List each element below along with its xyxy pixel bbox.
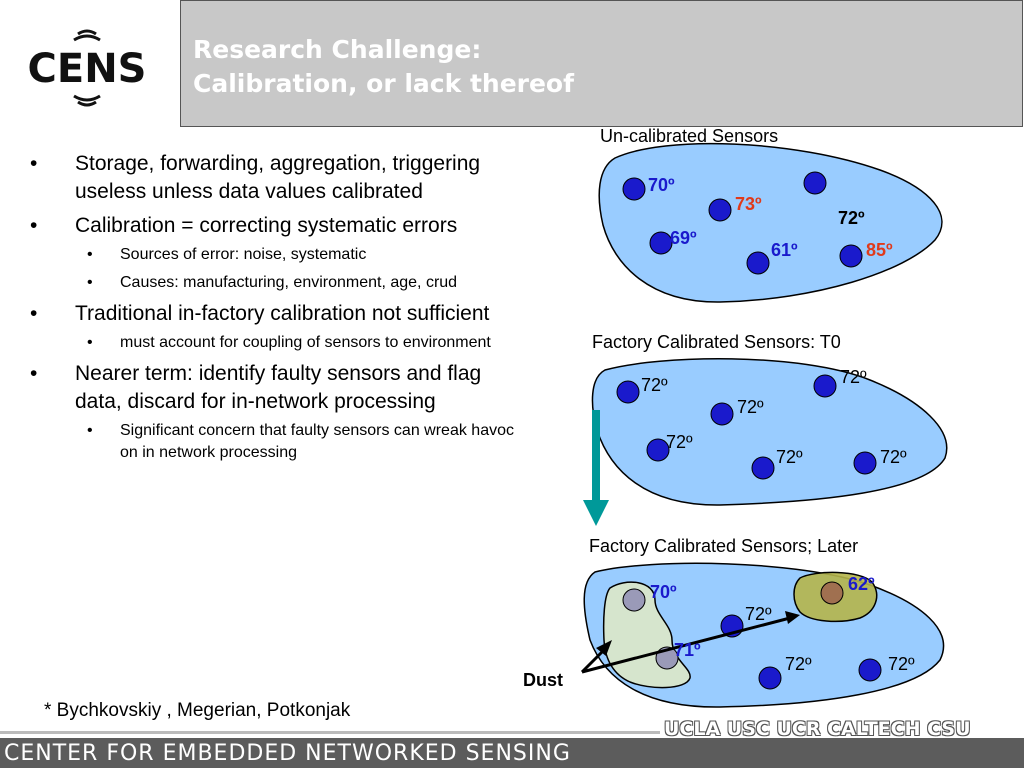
sensor-dot xyxy=(746,251,770,275)
sub-bullet-list: Significant concern that faulty sensors … xyxy=(75,420,530,464)
sub-bullet-item: Sources of error: noise, systematic xyxy=(75,244,530,266)
sensor-dot xyxy=(853,451,877,475)
down-arrow-icon xyxy=(583,410,609,526)
reading-label: 62º xyxy=(848,574,875,594)
panel-title-factory-later: Factory Calibrated Sensors; Later xyxy=(589,536,859,556)
reading-label: 70º xyxy=(648,175,675,195)
sensor-dot xyxy=(758,666,782,690)
sensor-dot-dusty xyxy=(622,588,646,612)
reading-label: 85º xyxy=(866,240,893,260)
footnote: * Bychkovskiy , Megerian, Potkonjak xyxy=(44,700,351,721)
reading-label: 72º xyxy=(745,604,772,624)
slide-title-line-2: Calibration, or lack thereof xyxy=(193,69,574,98)
sensor-dot xyxy=(813,374,837,398)
cens-logo: CENS xyxy=(28,29,147,107)
sub-bullet-list: must account for coupling of sensors to … xyxy=(75,332,530,354)
logo-text: CENS xyxy=(28,46,147,92)
dust-label: Dust xyxy=(523,670,563,690)
reading-label: 72º xyxy=(776,447,803,467)
panel-title-factory-t0: Factory Calibrated Sensors: T0 xyxy=(592,332,841,352)
reading-label: 72º xyxy=(880,447,907,467)
sub-bullet-item: Causes: manufacturing, environment, age,… xyxy=(75,272,530,294)
partner-universities: UCLA USC UCR CALTECH CSU xyxy=(664,718,971,740)
sensor-dot xyxy=(708,198,732,222)
reading-label: 72º xyxy=(641,375,668,395)
footer-center-name: CENTER FOR EMBEDDED NETWORKED SENSING xyxy=(4,741,571,766)
bullet-text: Storage, forwarding, aggregation, trigge… xyxy=(75,152,481,203)
title-box: Research Challenge: Calibration, or lack… xyxy=(180,0,1023,127)
panel-title-uncalibrated: Un-calibrated Sensors xyxy=(600,126,779,146)
bullet-item: Nearer term: identify faulty sensors and… xyxy=(30,360,530,464)
bullet-text: Nearer term: identify faulty sensors and… xyxy=(75,362,482,413)
footer-divider xyxy=(0,731,660,734)
bullet-text: Calibration = correcting systematic erro… xyxy=(75,214,458,237)
sensor-dot xyxy=(710,402,734,426)
reading-label: 72º xyxy=(666,432,693,452)
sensor-dot xyxy=(803,171,827,195)
reading-label: 72º xyxy=(840,367,867,387)
sensor-dot xyxy=(751,456,775,480)
bullet-text: Traditional in-factory calibration not s… xyxy=(75,302,490,325)
sensor-dot xyxy=(622,177,646,201)
sub-bullet-item: Significant concern that faulty sensors … xyxy=(75,420,530,464)
reading-label: 69º xyxy=(670,228,697,248)
sensor-dot-dusty xyxy=(820,581,844,605)
reading-label: 72º xyxy=(737,397,764,417)
bullet-item: Traditional in-factory calibration not s… xyxy=(30,300,530,354)
reading-label: 70º xyxy=(650,582,677,602)
reading-label: 72º xyxy=(888,654,915,674)
slide-title-line-1: Research Challenge: xyxy=(193,35,482,64)
sub-bullet-list: Sources of error: noise, systematic Caus… xyxy=(75,244,530,294)
sensor-dot xyxy=(858,658,882,682)
reading-label: 72º xyxy=(838,208,865,228)
sensor-dot xyxy=(839,244,863,268)
reading-label: 61º xyxy=(771,240,798,260)
sensor-dot xyxy=(646,438,670,462)
sensor-dot xyxy=(616,380,640,404)
sensor-dot xyxy=(649,231,673,255)
reading-label: 72º xyxy=(785,654,812,674)
reading-label: 73º xyxy=(735,194,762,214)
bullet-list: Storage, forwarding, aggregation, trigge… xyxy=(30,150,530,470)
uncalibrated-region xyxy=(598,142,943,303)
sub-bullet-item: must account for coupling of sensors to … xyxy=(75,332,530,354)
footer-bar xyxy=(0,738,1024,768)
dust-arrows xyxy=(580,611,800,674)
reading-label: 71º xyxy=(674,640,701,660)
bullet-item: Storage, forwarding, aggregation, trigge… xyxy=(30,150,530,206)
bullet-item: Calibration = correcting systematic erro… xyxy=(30,212,530,294)
